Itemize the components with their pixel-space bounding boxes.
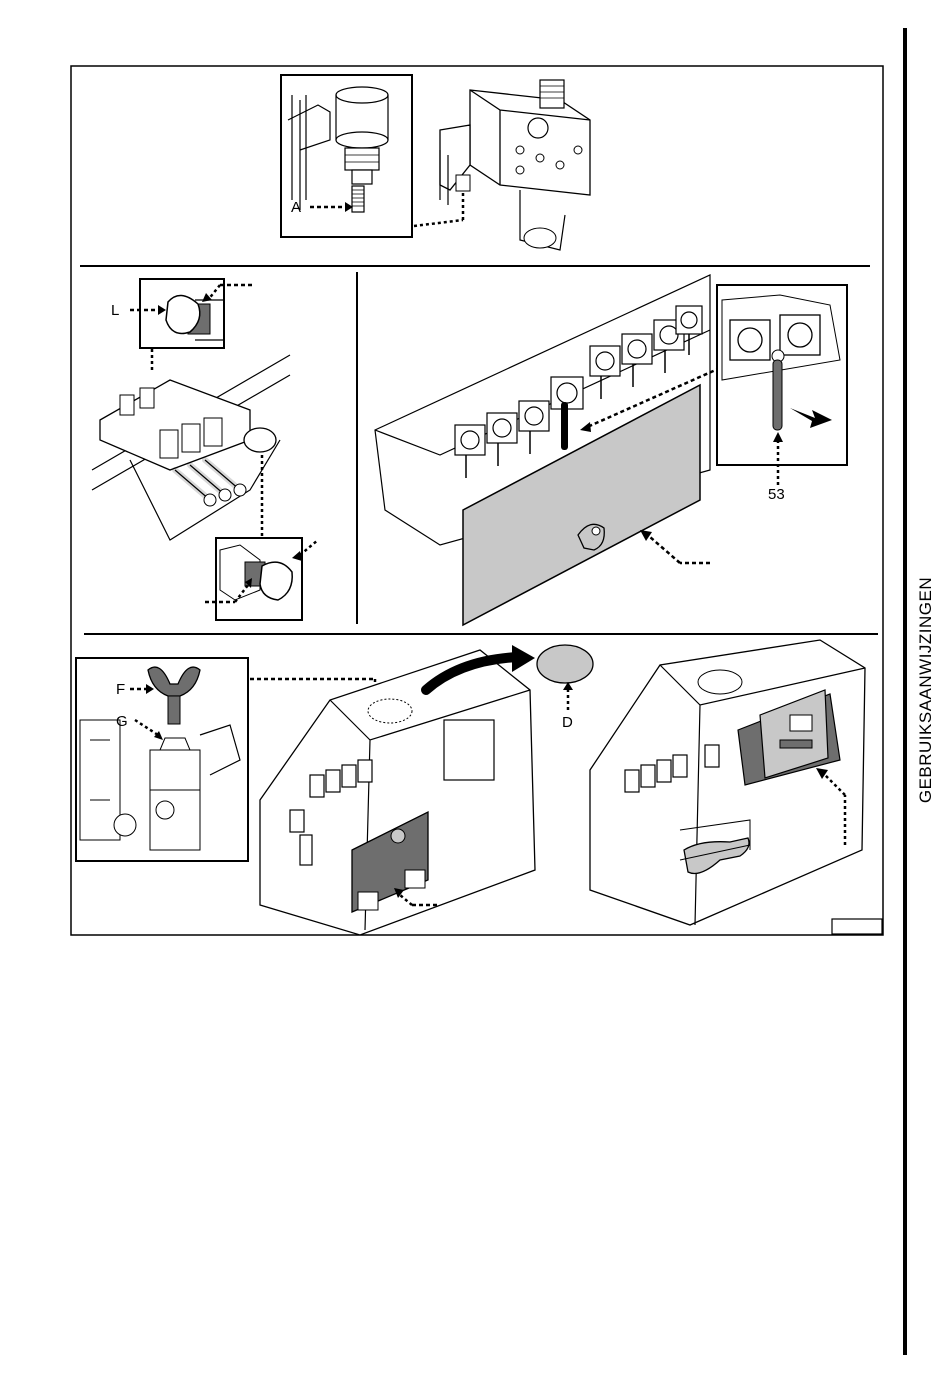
callout-f: F [116, 681, 125, 698]
panel-wingnut-detail: F G [76, 658, 248, 861]
panel-lever-detail [717, 285, 847, 485]
panel-knob-detail-lower [205, 538, 318, 620]
lever-small [561, 402, 568, 450]
callout-l: L [111, 302, 119, 319]
panel-valve-detail-a: A [281, 75, 412, 237]
panel-knob-detail-l: L [111, 279, 252, 348]
figure-tag-box [832, 919, 882, 934]
callout-lever-number: 53 [768, 486, 785, 503]
housing-open-illustration [260, 645, 535, 935]
callout-g: G [116, 713, 128, 730]
housing-electronics-illustration [590, 640, 865, 925]
leader-a [414, 220, 463, 226]
removed-cap-disc [537, 645, 593, 683]
valve-bank-illustration [375, 275, 720, 625]
hydraulic-block-illustration [440, 80, 590, 250]
callout-a: A [291, 199, 301, 216]
callout-d: D [562, 714, 573, 731]
manifold-illustration [92, 355, 290, 540]
